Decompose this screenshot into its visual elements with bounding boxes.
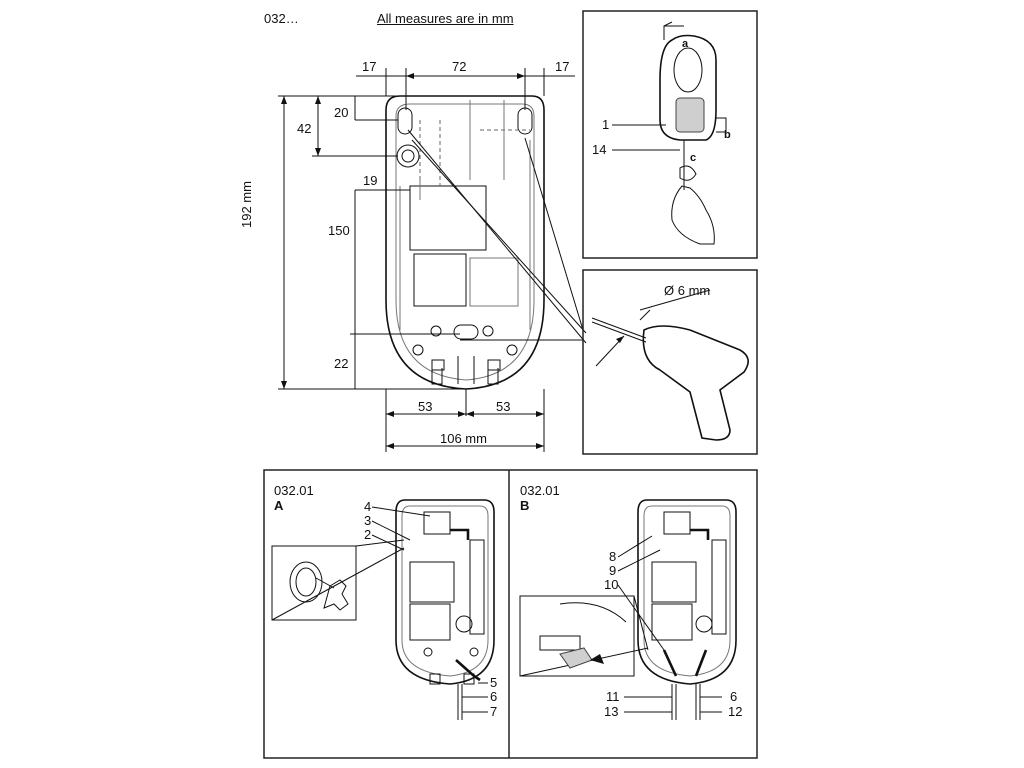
- dim-left-17: 17: [362, 59, 377, 74]
- guide-lines: [407, 129, 587, 344]
- label-c: c: [690, 152, 697, 164]
- dim-19: 19: [363, 173, 378, 188]
- measures-note: All measures are in mm: [377, 11, 514, 26]
- panel-a-label-2: 2: [364, 527, 372, 542]
- panel-b-label-12: 12: [728, 704, 743, 719]
- dimension-lines: [278, 68, 575, 452]
- dim-22: 22: [334, 356, 349, 371]
- label-14: 14: [592, 142, 607, 157]
- panel-a-label-7: 7: [490, 704, 498, 719]
- panel-b-label-8: 8: [609, 549, 617, 564]
- dim-20: 20: [334, 105, 349, 120]
- housing-base-drawing: [385, 95, 545, 390]
- panel-b-label-11: 11: [606, 689, 620, 704]
- panel-a-drawing: [271, 499, 495, 720]
- bottom-panels-frame: [263, 469, 758, 759]
- panel-b-label-10: 10: [604, 577, 619, 592]
- dim-53-left: 53: [418, 399, 433, 414]
- panel-a-label-6: 6: [490, 689, 498, 704]
- wall-bracket-detail: [582, 10, 758, 259]
- dim-150: 150: [328, 223, 350, 238]
- panel-a-letter: A: [274, 498, 284, 513]
- dim-42: 42: [297, 121, 312, 136]
- panel-b-letter: B: [520, 498, 530, 513]
- dim-72: 72: [452, 59, 467, 74]
- panel-a-label-3: 3: [364, 513, 372, 528]
- drill-diameter: Ø 6 mm: [664, 283, 711, 298]
- panel-b-label-9: 9: [609, 563, 617, 578]
- dim-106: 106 mm: [440, 431, 487, 446]
- label-a: a: [682, 38, 689, 50]
- drill-detail: [582, 269, 758, 455]
- panel-a-label-5: 5: [490, 675, 498, 690]
- panel-b-drawing: [519, 499, 737, 720]
- panel-b-label-13: 13: [604, 704, 619, 719]
- dim-53-right: 53: [496, 399, 511, 414]
- panel-a-label-4: 4: [364, 499, 372, 514]
- panel-b-label-6: 6: [730, 689, 738, 704]
- dim-right-17: 17: [555, 59, 570, 74]
- document-code: 032…: [264, 11, 299, 26]
- label-b: b: [724, 129, 731, 141]
- label-1: 1: [602, 117, 610, 132]
- dim-192: 192 mm: [239, 181, 254, 228]
- panel-b-code: 032.01: [520, 483, 560, 498]
- panel-a-code: 032.01: [274, 483, 314, 498]
